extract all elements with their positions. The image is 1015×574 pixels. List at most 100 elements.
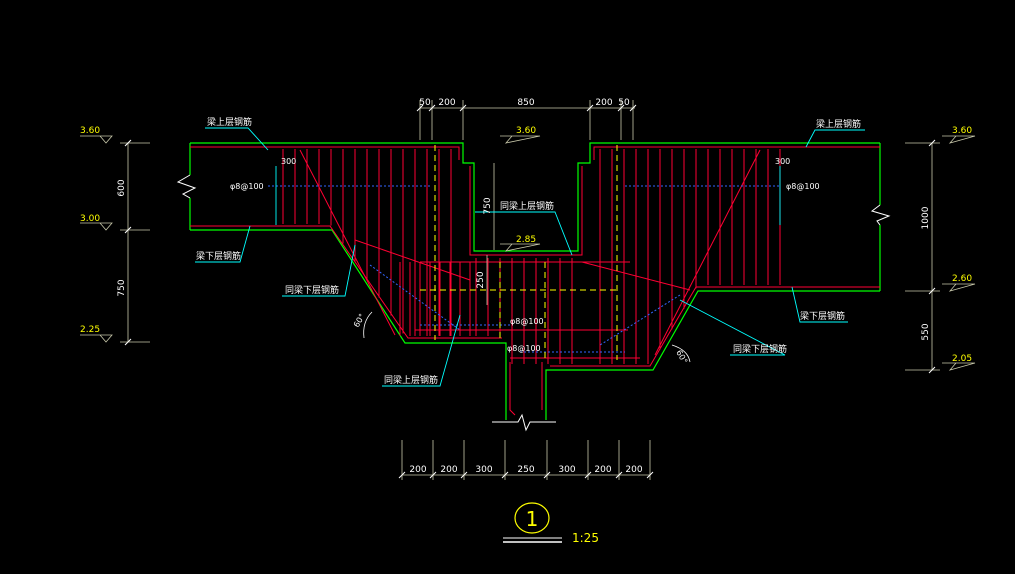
label-same-bottom-right: 同梁下层钢筋 [733, 343, 787, 355]
detail-number: 1 [526, 507, 539, 531]
bottom-dim-3: 300 [475, 465, 492, 475]
bottom-dim-2: 200 [440, 465, 457, 475]
bottom-dim-5: 300 [558, 465, 575, 475]
tick-top [586, 104, 594, 112]
stirrup-verticals [282, 149, 781, 364]
level-mark-right-bot [942, 362, 976, 371]
annotation-angle-right: 60° [674, 349, 689, 366]
level-mark-center-top [500, 135, 541, 144]
outline-left-lower [190, 229, 507, 420]
tick-bottom [615, 471, 623, 479]
tick-right [928, 366, 936, 374]
level-right-bot: 2.05 [952, 354, 972, 364]
tick-left [124, 226, 132, 234]
annotation-stirrup-left: φ8@100 [230, 182, 264, 191]
angle-arc-left [363, 311, 373, 339]
leader-beam-top-left [205, 127, 269, 151]
top-dim-3: 850 [517, 98, 534, 108]
level-mark-right-mid [942, 283, 976, 292]
outline-main [190, 142, 880, 252]
tick-right [928, 139, 936, 147]
right-dim-1000: 1000 [921, 206, 931, 229]
rebar-center-v [469, 166, 583, 256]
rebar-group [190, 146, 880, 416]
top-dim-4: 200 [595, 98, 612, 108]
rebar-bottom-left [190, 225, 502, 339]
level-mark-left-mid [80, 222, 113, 231]
leader-beam-bottom-right [791, 286, 848, 323]
leader-beam-bottom-left [195, 225, 251, 263]
tick-bottom [543, 471, 551, 479]
top-dim-5: 50 [618, 98, 630, 108]
tick-left [124, 338, 132, 346]
top-dim-2: 200 [438, 98, 455, 108]
break-mark-left [176, 174, 197, 199]
level-marks [80, 135, 976, 371]
break-mark-bottom [492, 413, 556, 432]
leader-same-top-center [475, 211, 573, 256]
outline-right-lower [545, 290, 880, 420]
dimension-lines [120, 100, 940, 480]
angle-arcs [363, 311, 691, 363]
level-mark-left-bot [80, 334, 113, 343]
rebar-top-left [190, 146, 460, 160]
tick-bottom [584, 471, 592, 479]
label-beam-bottom-left: 梁下层钢筋 [196, 250, 241, 262]
detail-callout: 1 1:25 [503, 502, 599, 545]
tick-top [428, 104, 436, 112]
leader-same-bottom-left [282, 244, 356, 297]
tick-bottom [460, 471, 468, 479]
detail-scale: 1:25 [572, 531, 599, 545]
center-dim-750: 750 [483, 197, 493, 214]
rebar-diag-left-2 [354, 239, 471, 281]
level-left-mid: 3.00 [80, 214, 100, 224]
label-beam-bottom-right: 梁下层钢筋 [800, 310, 845, 322]
bottom-dim-7: 200 [625, 465, 642, 475]
rebar-hook-bottom [509, 362, 516, 416]
right-dim-550: 550 [921, 323, 931, 340]
label-beam-top-left: 梁上层钢筋 [207, 116, 252, 128]
dimension-ticks [124, 104, 936, 479]
break-mark-right [870, 204, 891, 226]
dist-line-diag1 [369, 264, 461, 331]
center-dim-250: 250 [476, 271, 486, 288]
rebar-top-right [593, 146, 880, 160]
level-right-top: 3.60 [952, 126, 972, 136]
label-same-top-bottom: 同梁上层钢筋 [384, 374, 438, 386]
level-left-top: 3.60 [80, 126, 100, 136]
level-mark-right-top [942, 135, 976, 144]
leader-beam-top-right [805, 129, 865, 148]
level-center-top: 3.60 [516, 126, 536, 136]
annotation-stirrup-right: φ8@100 [786, 182, 820, 191]
left-dim-750: 750 [117, 279, 127, 296]
distribution-lines [268, 185, 780, 353]
label-same-bottom-left: 同梁下层钢筋 [285, 284, 339, 296]
annotation-300-left: 300 [281, 157, 296, 166]
concrete-outline [189, 142, 881, 420]
leader-same-top-bottom [382, 314, 461, 387]
level-center-mid: 2.85 [516, 235, 536, 245]
level-right-mid: 2.60 [952, 274, 972, 284]
dashed-lines [420, 145, 620, 360]
label-beam-top-right: 梁上层钢筋 [816, 118, 861, 130]
tick-top [629, 104, 637, 112]
rebar-diag-left-1 [299, 149, 396, 336]
level-mark-left-top [80, 135, 113, 144]
tick-bottom [429, 471, 437, 479]
tick-left [124, 139, 132, 147]
level-mark-center-mid [500, 243, 541, 252]
top-dim-1: 50 [419, 98, 431, 108]
leader-lines [195, 127, 865, 387]
annotation-stirrup-center1: φ8@100 [510, 317, 544, 326]
label-same-top-center: 同梁上层钢筋 [500, 200, 554, 212]
annotation-stirrup-center2: φ8@100 [507, 344, 541, 353]
left-dim-600: 600 [117, 179, 127, 196]
annotation-300-right: 300 [775, 157, 790, 166]
tick-right [928, 287, 936, 295]
tick-bottom [646, 471, 654, 479]
tick-top [459, 104, 467, 112]
level-left-bot: 2.25 [80, 325, 100, 335]
break-marks [176, 174, 891, 432]
